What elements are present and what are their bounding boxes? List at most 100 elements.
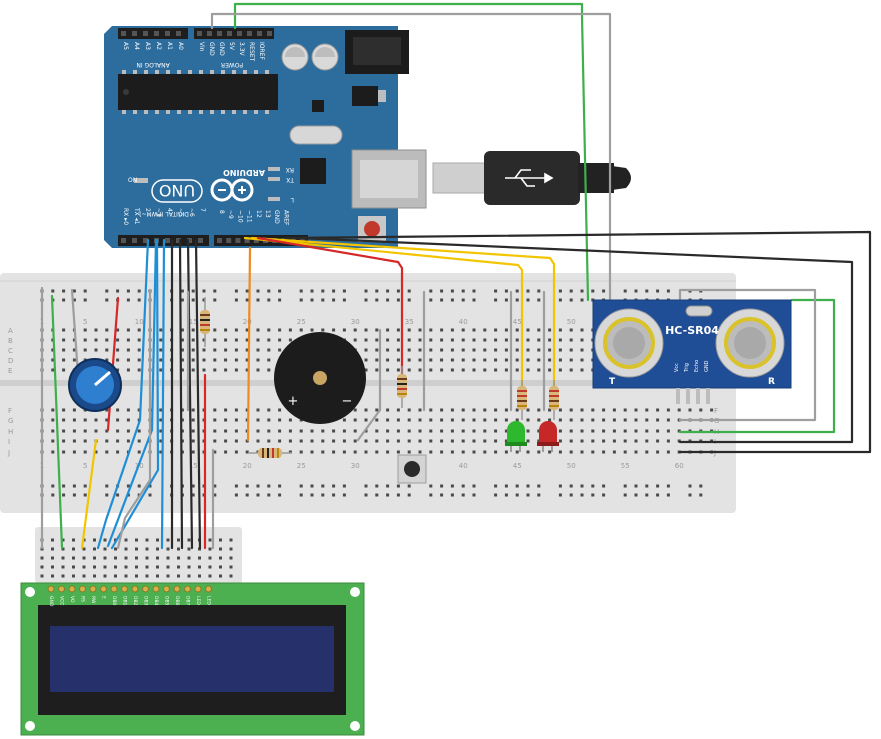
terminal-hole[interactable] [224, 348, 228, 352]
rail-hole[interactable] [396, 298, 400, 302]
terminal-hole[interactable] [472, 450, 476, 454]
terminal-hole[interactable] [537, 358, 541, 362]
resistor-horizontal[interactable] [248, 448, 292, 458]
rail-hole[interactable] [407, 298, 411, 302]
rail-hole[interactable] [386, 289, 390, 293]
rail-hole[interactable] [267, 493, 271, 497]
terminal-hole[interactable] [62, 328, 66, 332]
rail-hole[interactable] [461, 289, 465, 293]
terminal-hole[interactable] [515, 348, 519, 352]
terminal-hole[interactable] [418, 368, 422, 372]
header-pin[interactable] [267, 31, 272, 36]
terminal-hole[interactable] [267, 408, 271, 412]
terminal-hole[interactable] [256, 429, 260, 433]
terminal-hole[interactable] [461, 358, 465, 362]
terminal-hole[interactable] [602, 408, 606, 412]
terminal-hole[interactable] [386, 439, 390, 443]
rail-hole[interactable] [278, 493, 282, 497]
terminal-hole[interactable] [656, 418, 660, 422]
rail-hole[interactable] [407, 484, 411, 488]
header-pin[interactable] [257, 31, 262, 36]
terminal-hole[interactable] [224, 368, 228, 372]
lcd-pin[interactable] [68, 585, 76, 593]
rail-hole[interactable] [558, 493, 562, 497]
rail-hole[interactable] [105, 493, 109, 497]
mini-hole[interactable] [145, 574, 149, 578]
terminal-hole[interactable] [299, 439, 303, 443]
terminal-hole[interactable] [418, 338, 422, 342]
rail-hole[interactable] [310, 484, 314, 488]
rail-hole[interactable] [396, 484, 400, 488]
mini-hole[interactable] [61, 556, 65, 560]
mini-hole[interactable] [166, 574, 170, 578]
mini-hole[interactable] [208, 538, 212, 542]
terminal-hole[interactable] [580, 408, 584, 412]
terminal-hole[interactable] [569, 418, 573, 422]
rail-hole[interactable] [137, 484, 141, 488]
terminal-hole[interactable] [137, 358, 141, 362]
terminal-hole[interactable] [494, 429, 498, 433]
terminal-hole[interactable] [407, 368, 411, 372]
rail-hole[interactable] [234, 289, 238, 293]
terminal-hole[interactable] [213, 348, 217, 352]
mini-hole[interactable] [219, 538, 222, 542]
terminal-hole[interactable] [634, 429, 638, 433]
mini-hole[interactable] [208, 556, 212, 560]
rail-hole[interactable] [299, 493, 303, 497]
rail-hole[interactable] [504, 484, 508, 488]
mini-hole[interactable] [40, 565, 44, 569]
rail-hole[interactable] [51, 493, 55, 497]
mini-hole[interactable] [166, 565, 170, 569]
terminal-hole[interactable] [342, 429, 346, 433]
mini-hole[interactable] [114, 547, 117, 551]
terminal-hole[interactable] [504, 328, 508, 332]
terminal-hole[interactable] [224, 439, 228, 443]
terminal-hole[interactable] [429, 439, 433, 443]
terminal-hole[interactable] [407, 338, 411, 342]
terminal-hole[interactable] [353, 439, 357, 443]
rail-hole[interactable] [623, 484, 627, 488]
rail-hole[interactable] [267, 298, 271, 302]
mini-hole[interactable] [145, 538, 149, 542]
rail-hole[interactable] [213, 298, 217, 302]
mini-hole[interactable] [103, 547, 107, 551]
mini-hole[interactable] [114, 556, 117, 560]
terminal-hole[interactable] [483, 450, 487, 454]
mini-hole[interactable] [82, 574, 86, 578]
terminal-hole[interactable] [83, 348, 87, 352]
header-pin[interactable] [198, 238, 203, 243]
rail-hole[interactable] [494, 298, 498, 302]
terminal-hole[interactable] [137, 408, 141, 412]
terminal-hole[interactable] [591, 450, 595, 454]
rail-hole[interactable] [504, 298, 508, 302]
terminal-hole[interactable] [429, 358, 433, 362]
terminal-hole[interactable] [526, 450, 530, 454]
terminal-hole[interactable] [137, 439, 141, 443]
rail-hole[interactable] [537, 289, 541, 293]
terminal-hole[interactable] [159, 338, 163, 342]
header-pin[interactable] [187, 238, 192, 243]
terminal-hole[interactable] [450, 338, 454, 342]
terminal-hole[interactable] [472, 358, 476, 362]
mini-hole[interactable] [198, 574, 201, 578]
terminal-hole[interactable] [202, 338, 206, 342]
terminal-hole[interactable] [51, 408, 55, 412]
terminal-hole[interactable] [483, 338, 487, 342]
terminal-hole[interactable] [62, 418, 66, 422]
rail-hole[interactable] [191, 493, 195, 497]
terminal-hole[interactable] [386, 328, 390, 332]
terminal-hole[interactable] [472, 348, 476, 352]
terminal-hole[interactable] [461, 439, 465, 443]
terminal-hole[interactable] [267, 358, 271, 362]
terminal-hole[interactable] [688, 408, 692, 412]
terminal-hole[interactable] [418, 408, 422, 412]
rail-hole[interactable] [267, 484, 271, 488]
terminal-hole[interactable] [440, 450, 444, 454]
terminal-hole[interactable] [645, 418, 649, 422]
rail-hole[interactable] [645, 493, 649, 497]
potentiometer[interactable] [68, 358, 122, 412]
terminal-hole[interactable] [461, 348, 465, 352]
rail-hole[interactable] [126, 289, 130, 293]
terminal-hole[interactable] [494, 348, 498, 352]
